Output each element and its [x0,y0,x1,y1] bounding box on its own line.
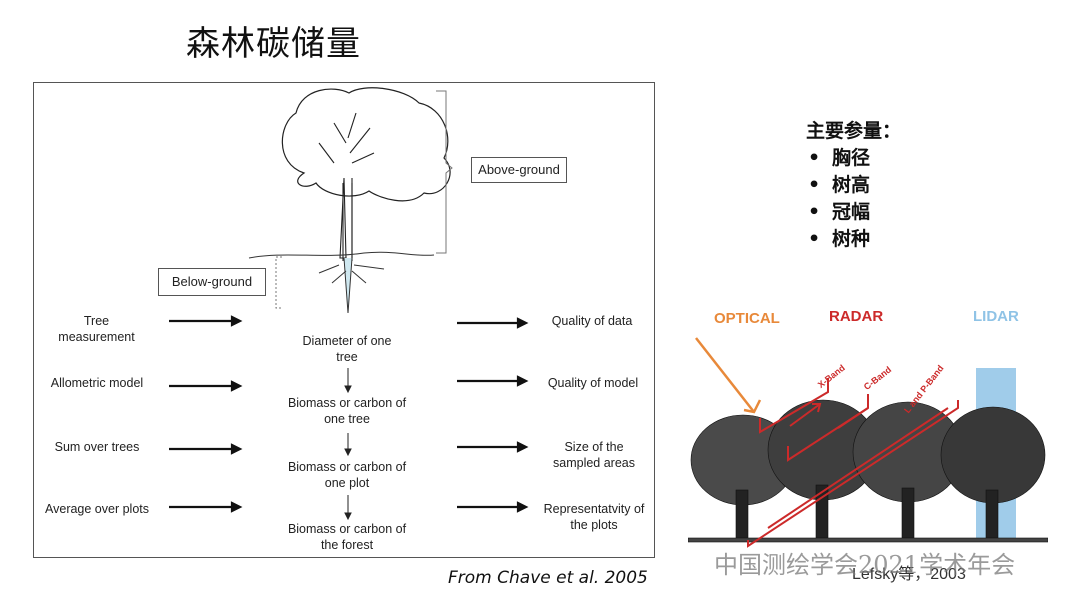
radar-label: RADAR [829,308,884,325]
above-ground-brace [436,90,453,254]
ground-line [248,251,435,259]
param-item: 胸径 [806,145,901,172]
params-list: 胸径 树高 冠幅 树种 [806,145,901,253]
radar-bands [747,378,959,548]
above-ground-label: Above-ground [471,157,567,183]
center-arrows [344,368,352,521]
lefsky-citation: Lefsky等，2003 [852,566,966,583]
center-step-2: Biomass or carbon of one tree [287,396,407,426]
left-arrows [169,315,243,513]
tree-roots-icon [318,257,385,314]
optical-arrow [695,337,762,414]
right-step-2: Quality of model [547,376,639,390]
below-ground-brace [275,256,282,309]
param-item: 树种 [806,226,901,253]
left-step-4: Average over plots [45,502,149,516]
left-step-2: Allometric model [50,376,144,390]
tree-crown-icon [281,87,451,202]
slide-title: 森林碳储量 [186,24,361,64]
right-step-1: Quality of data [551,314,633,328]
below-ground-label: Below-ground [158,268,266,296]
left-step-1: Tree measurement [58,314,135,344]
right-arrows [457,317,529,513]
right-step-3: Size of the sampled areas [553,440,635,470]
tree-diagram-svg [169,87,529,521]
param-item: 树高 [806,172,901,199]
optical-label: OPTICAL [714,310,780,327]
key-parameters: 主要参量： 胸径 树高 冠幅 树种 [806,118,901,253]
lidar-label: LIDAR [973,308,1019,325]
tree-trunk-icon [339,177,353,259]
center-step-4: Biomass or carbon of the forest [287,522,407,552]
figure-source-caption: From Chave et al. 2005 [448,568,648,588]
left-step-3: Sum over trees [54,440,140,454]
forest-sensing-svg [687,337,1049,548]
forest-trees-icon [687,399,1049,543]
center-step-1: Diameter of one tree [302,334,392,364]
remote-sensing-illustration: OPTICAL RADAR LIDAR X-Band C-Band L and … [687,300,1049,560]
carbon-workflow-figure: Above-ground Below-ground Tree measureme… [33,82,655,558]
params-heading: 主要参量： [806,120,902,142]
center-step-3: Biomass or carbon of one plot [287,460,407,490]
right-step-4: Representatvity of the plots [543,502,645,532]
param-item: 冠幅 [806,199,901,226]
conference-watermark: 中国测绘学会2021学术年会 [714,551,1016,579]
